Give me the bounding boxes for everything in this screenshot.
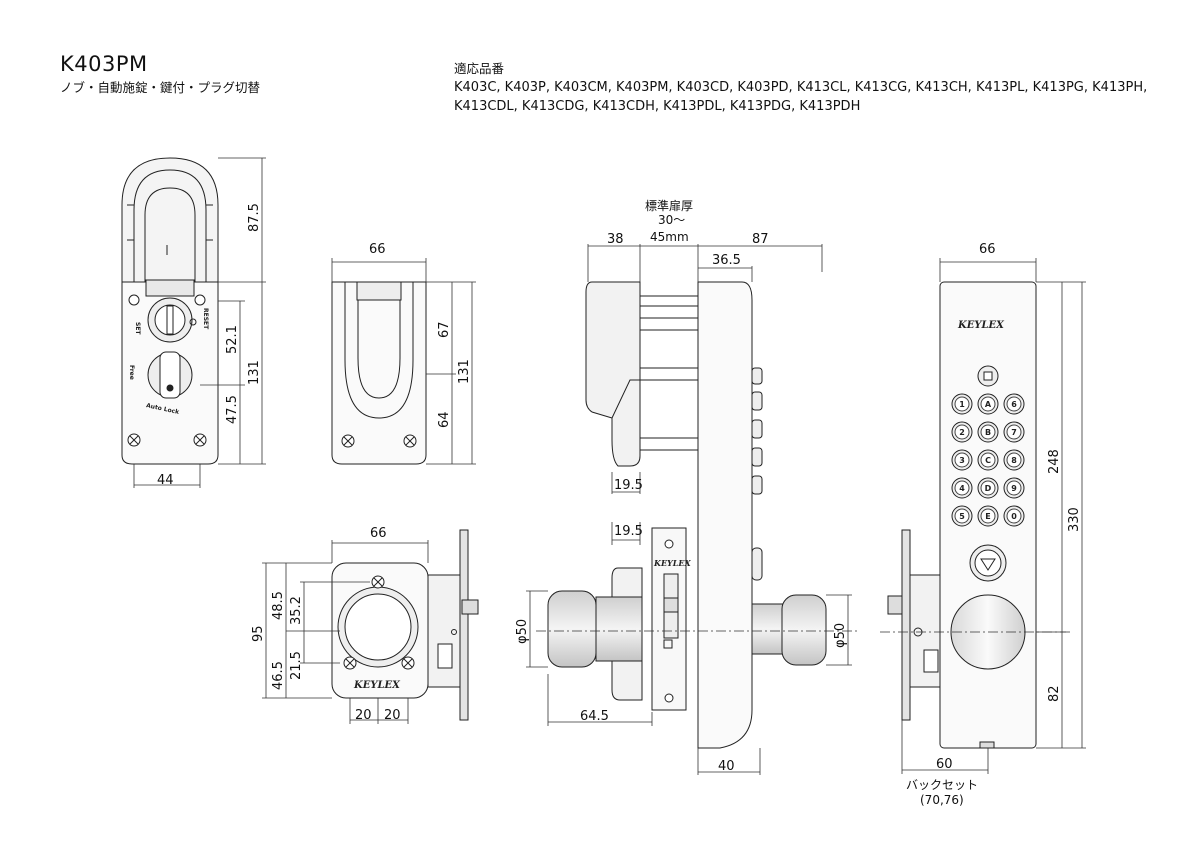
keypad-key-label: A: [985, 400, 992, 409]
compatible-heading: 適応品番: [454, 61, 505, 76]
compatible-model-list: K403C, K403P, K403CM, K403PM, K403CD, K4…: [454, 80, 1148, 114]
top-view-arch: [121, 157, 219, 282]
keypad-key-ring: [1006, 480, 1022, 496]
backset-label: バックセット: [906, 778, 978, 792]
dim-front-60: 60: [936, 757, 953, 772]
keypad-key-ring: [954, 396, 970, 412]
keypad-key-label: B: [985, 428, 991, 437]
backset-options: (70,76): [920, 793, 964, 807]
back-view: [331, 281, 427, 465]
keypad-key-label: 3: [959, 456, 965, 465]
dim-front-82: 82: [1047, 685, 1062, 702]
dim-top-131: 131: [247, 360, 262, 385]
free-label: Free: [128, 365, 135, 380]
dim-inside-48-5: 48.5: [271, 591, 286, 620]
inside-view-logo: KEYLEX: [353, 680, 401, 691]
dim-back-67: 67: [437, 321, 452, 338]
dim-side-38: 38: [607, 232, 624, 247]
keypad-key-ring: [980, 480, 996, 496]
top-view: [121, 157, 219, 465]
keypad-key-ring: [1006, 424, 1022, 440]
top-view-dimension-lines: [133, 157, 266, 488]
dim-top-47-5: 47.5: [225, 395, 240, 424]
screw-icon: [128, 294, 140, 306]
keypad-key-label: E: [985, 512, 990, 521]
keypad-key-label: C: [985, 456, 991, 465]
front-view-logo: KEYLEX: [957, 320, 1005, 331]
keypad-key-label: 5: [959, 512, 965, 521]
screw-icon: [194, 294, 206, 306]
model-subtitle: ノブ・自動施錠・鍵付・プラグ切替: [60, 80, 261, 95]
keypad-key-label: 9: [1011, 484, 1017, 493]
side-view: [547, 281, 827, 749]
dim-top-52-1: 52.1: [225, 325, 240, 354]
dim-inside-20-left: 20: [355, 708, 372, 723]
screw-icon: [664, 693, 674, 703]
keypad-key-label: 4: [959, 484, 965, 493]
set-label: SET: [134, 322, 141, 335]
keypad-key-ring: [954, 480, 970, 496]
side-view-logo: KEYLEX: [653, 558, 691, 568]
inside-view: [331, 529, 479, 721]
dim-side-knob-dia-left: φ50: [515, 619, 530, 644]
keypad-key-label: 6: [1011, 400, 1017, 409]
screw-icon: [664, 539, 674, 549]
keypad: 1 A 6 2 B 7 3 C 8 4 D 9 5 E 0: [951, 393, 1025, 527]
dim-side-19-5-top: 19.5: [614, 478, 643, 493]
dim-inside-35-2: 35.2: [289, 596, 304, 625]
dim-top-44: 44: [157, 473, 174, 488]
keypad-key-ring: [980, 508, 996, 524]
keypad-key-ring: [954, 452, 970, 468]
dim-side-36-5: 36.5: [712, 253, 741, 268]
keypad-key-label: 8: [1011, 456, 1017, 465]
dim-back-64: 64: [437, 411, 452, 428]
keypad-key-ring: [954, 508, 970, 524]
dim-back-66: 66: [369, 242, 386, 257]
dim-inside-95: 95: [251, 625, 266, 642]
dim-inside-46-5: 46.5: [271, 661, 286, 690]
keypad-key-label: 2: [959, 428, 965, 437]
keypad-key-ring: [1006, 396, 1022, 412]
dim-inside-66: 66: [370, 526, 387, 541]
dim-side-87: 87: [752, 232, 769, 247]
dim-back-131: 131: [457, 359, 472, 384]
keypad-key-label: 0: [1011, 512, 1017, 521]
dim-side-64-5: 64.5: [580, 709, 609, 724]
dim-front-66: 66: [979, 242, 996, 257]
keypad-key-label: 7: [1011, 428, 1017, 437]
door-thickness-unit: 45mm: [650, 230, 689, 244]
keypad-key-ring: [1006, 452, 1022, 468]
keypad-key-ring: [1006, 508, 1022, 524]
dim-side-40: 40: [718, 759, 735, 774]
door-thickness-range: 30〜: [658, 213, 685, 227]
door-thickness-label: 標準扉厚: [645, 198, 693, 213]
dim-front-248: 248: [1047, 449, 1062, 474]
model-title: K403PM: [60, 52, 148, 76]
dim-front-330: 330: [1067, 507, 1082, 532]
dim-inside-20-right: 20: [384, 708, 401, 723]
keypad-key-ring: [980, 424, 996, 440]
dim-side-knob-dia-right: φ50: [833, 623, 848, 648]
keypad-key-label: D: [985, 484, 992, 493]
keypad-key-label: 1: [959, 400, 965, 409]
keypad-key-ring: [954, 424, 970, 440]
reset-label: RESET: [202, 308, 209, 330]
keypad-key-ring: [980, 396, 996, 412]
dim-top-87-5: 87.5: [247, 203, 262, 232]
keypad-key-ring: [980, 452, 996, 468]
dim-inside-21-5: 21.5: [289, 651, 304, 680]
dim-side-19-5-mid: 19.5: [614, 524, 643, 539]
